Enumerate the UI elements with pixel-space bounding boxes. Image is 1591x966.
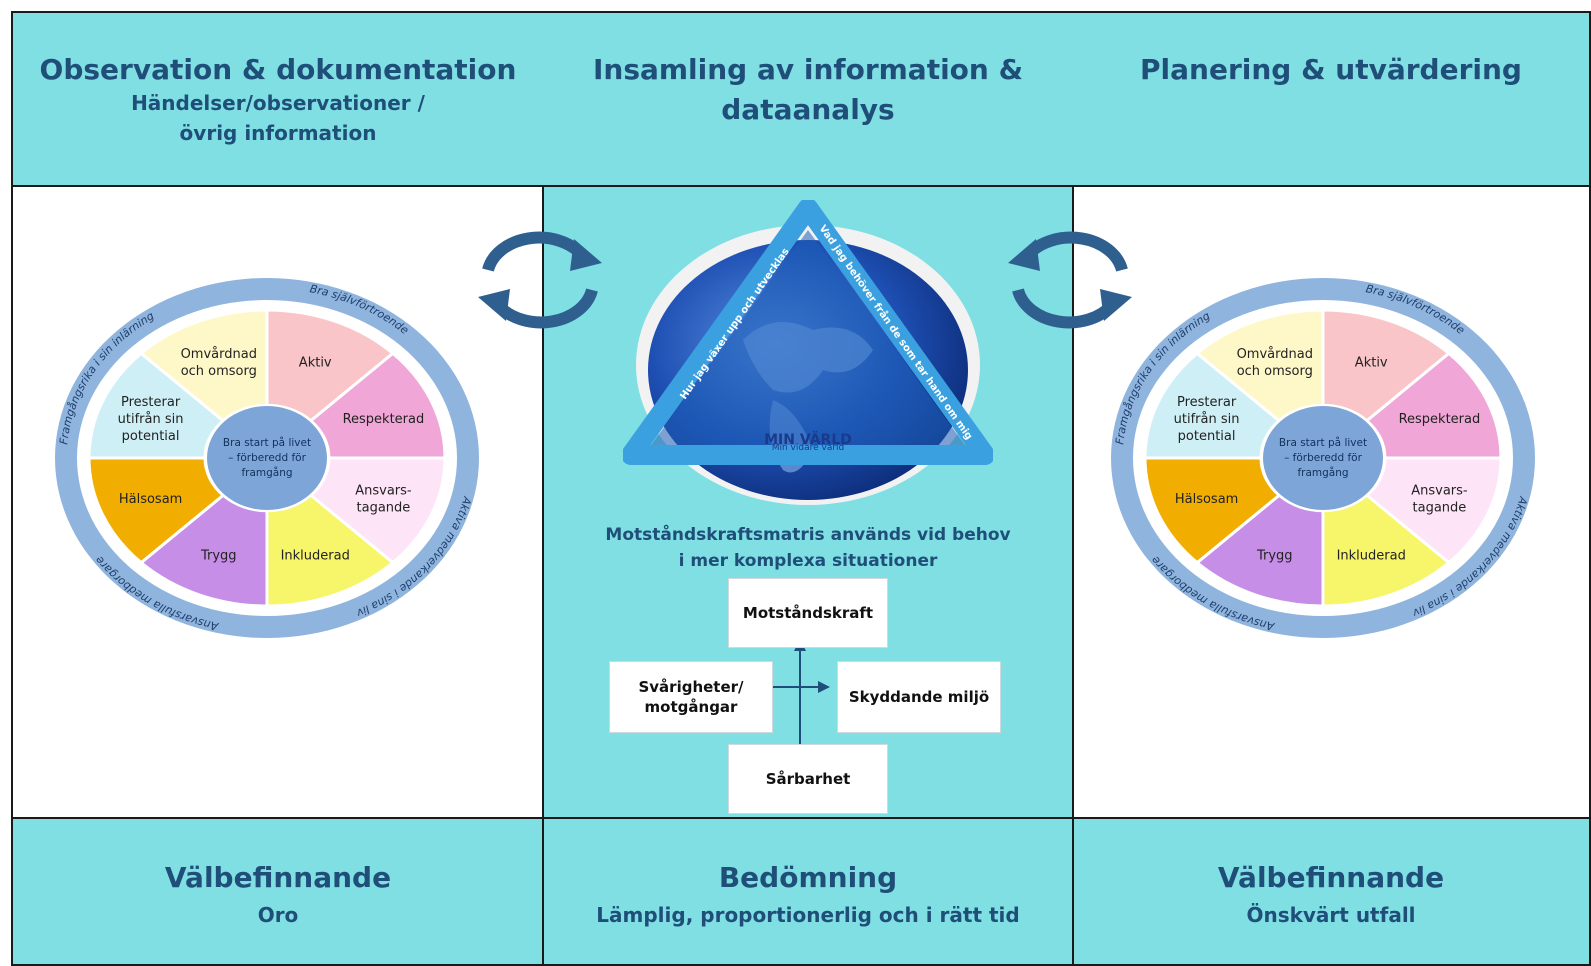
footer-right-title: Välbefinnande	[1217, 861, 1445, 894]
wheel-segment	[1143, 456, 1282, 565]
matrix-vulnerability-box: Sårbarhet	[728, 744, 888, 814]
wheel-segment-label: Hälsosam	[119, 492, 182, 507]
cycle-arrows-left-icon	[478, 231, 602, 329]
wheel-segment	[308, 456, 447, 565]
header-center: Insamling av information & dataanalys	[543, 52, 1073, 128]
wheel-segment-label: tagande	[357, 500, 411, 515]
divider-right	[1072, 187, 1074, 966]
matrix-protective-box: Skyddande miljö	[837, 661, 1001, 733]
matrix-caption-1: Motståndskraftsmatris används vid behov	[605, 525, 1011, 545]
header-left-subtitle-1: Händelser/observationer /	[131, 91, 425, 115]
wheel-segment	[1364, 456, 1503, 565]
wheel-hub	[207, 406, 327, 510]
wellbeing-wheel-right: AktivRespekteradAnsvars-tagandeInkludera…	[1111, 278, 1535, 638]
wheel-segment-label: Aktiv	[299, 356, 332, 371]
wheel-segment-label: Omvårdnad	[1237, 347, 1313, 362]
divider-bottom	[11, 817, 1591, 819]
footer-left-title: Välbefinnande	[164, 861, 392, 894]
wheel-segment-label: Trygg	[1256, 548, 1293, 563]
wheel-hub-label: framgång	[241, 466, 292, 479]
wheel-hub-label: framgång	[1297, 466, 1348, 479]
wheel-segment-label: Inkluderad	[281, 548, 350, 563]
footer-left-sub: Oro	[257, 903, 299, 927]
wheel-segment	[1194, 308, 1325, 423]
cycle-arrows-right-icon	[1008, 231, 1132, 329]
wheel-segment-label: Inkluderad	[1337, 548, 1406, 563]
divider-left	[542, 187, 544, 966]
wheel-segment-label: Ansvars-	[1411, 483, 1468, 498]
wheel-segment-label: och omsorg	[1237, 364, 1313, 379]
wheel-hub-label: – förberedd för	[228, 452, 306, 464]
wheel-hub-label: Bra start på livet	[223, 436, 311, 449]
triangle-bottom-label: MIN VÄRLD	[764, 431, 852, 448]
matrix-adversity-2: motgångar	[644, 698, 738, 716]
wheel-segment-label: Aktiv	[1355, 356, 1388, 371]
footer-right-sub: Önskvärt utfall	[1246, 903, 1416, 927]
header-right: Planering & utvärdering	[1073, 52, 1589, 88]
wheel-segment-label: tagande	[1413, 500, 1467, 515]
wheel-segment-label: och omsorg	[181, 364, 257, 379]
wheel-segment-label: potential	[1178, 429, 1236, 444]
triangle-bottom-sublabel: Min vidare värld	[772, 443, 845, 453]
wheel-segment-label: Presterar	[1177, 395, 1237, 410]
header-center-title-2: dataanalys	[721, 93, 895, 126]
wheel-segment-label: Respekterad	[1399, 412, 1481, 427]
wheel-segment	[1194, 493, 1325, 608]
wheel-segment-label: Trygg	[200, 548, 237, 563]
wheel-segment	[138, 308, 269, 423]
matrix-resilience-box: Motståndskraft	[728, 578, 888, 648]
matrix-caption-2: i mer komplexa situationer	[678, 551, 938, 571]
matrix-adversity-1: Svårigheter/	[638, 678, 744, 696]
wheel-segment-label: utifrån sin	[1174, 412, 1240, 427]
header-left-title: Observation & dokumentation	[39, 53, 517, 86]
footer-left: Välbefinnande Oro	[13, 860, 543, 930]
wheel-hub-label: – förberedd för	[1284, 452, 1362, 464]
matrix-caption: Motståndskraftsmatris används vid behov …	[563, 522, 1053, 574]
wheel-segment-label: Ansvars-	[355, 483, 412, 498]
header-left-subtitle-2: övrig information	[179, 121, 377, 145]
footer-center-sub: Lämplig, proportionerlig och i rätt tid	[596, 903, 1020, 927]
wheel-segment-label: Omvårdnad	[181, 347, 257, 362]
header-right-title: Planering & utvärdering	[1140, 53, 1522, 86]
footer-right: Välbefinnande Önskvärt utfall	[1073, 860, 1589, 930]
wheel-segment-label: Presterar	[121, 395, 181, 410]
wheel-segment-label: potential	[122, 429, 180, 444]
wheel-segment	[87, 351, 226, 460]
wheel-segment	[308, 351, 447, 460]
wheel-segment-label: utifrån sin	[118, 412, 184, 427]
wheel-segment	[265, 308, 396, 423]
wheel-hub-label: Bra start på livet	[1279, 436, 1367, 449]
wheel-segment	[138, 493, 269, 608]
header-left: Observation & dokumentation Händelser/ob…	[13, 52, 543, 148]
footer-center-title: Bedömning	[718, 861, 898, 894]
wheel-segment	[265, 493, 396, 608]
wheel-segment	[1143, 351, 1282, 460]
wheel-segment	[87, 456, 226, 565]
wheel-segment	[1364, 351, 1503, 460]
wheel-segment-label: Hälsosam	[1175, 492, 1238, 507]
triangle-frame	[623, 200, 993, 465]
wheel-segment-label: Respekterad	[343, 412, 425, 427]
matrix-adversity-box: Svårigheter/ motgångar	[609, 661, 773, 733]
wellbeing-wheel-left: AktivRespekteradAnsvars-tagandeInkludera…	[55, 278, 479, 638]
footer-center: Bedömning Lämplig, proportionerlig och i…	[543, 860, 1073, 930]
wheel-hub	[1263, 406, 1383, 510]
header-center-title-1: Insamling av information &	[592, 53, 1024, 86]
my-world-triangle: Hur jag växer upp och utvecklas Vad jag …	[623, 200, 993, 505]
wheel-segment	[1321, 493, 1452, 608]
wheel-segment	[1321, 308, 1452, 423]
divider-top	[11, 185, 1591, 187]
